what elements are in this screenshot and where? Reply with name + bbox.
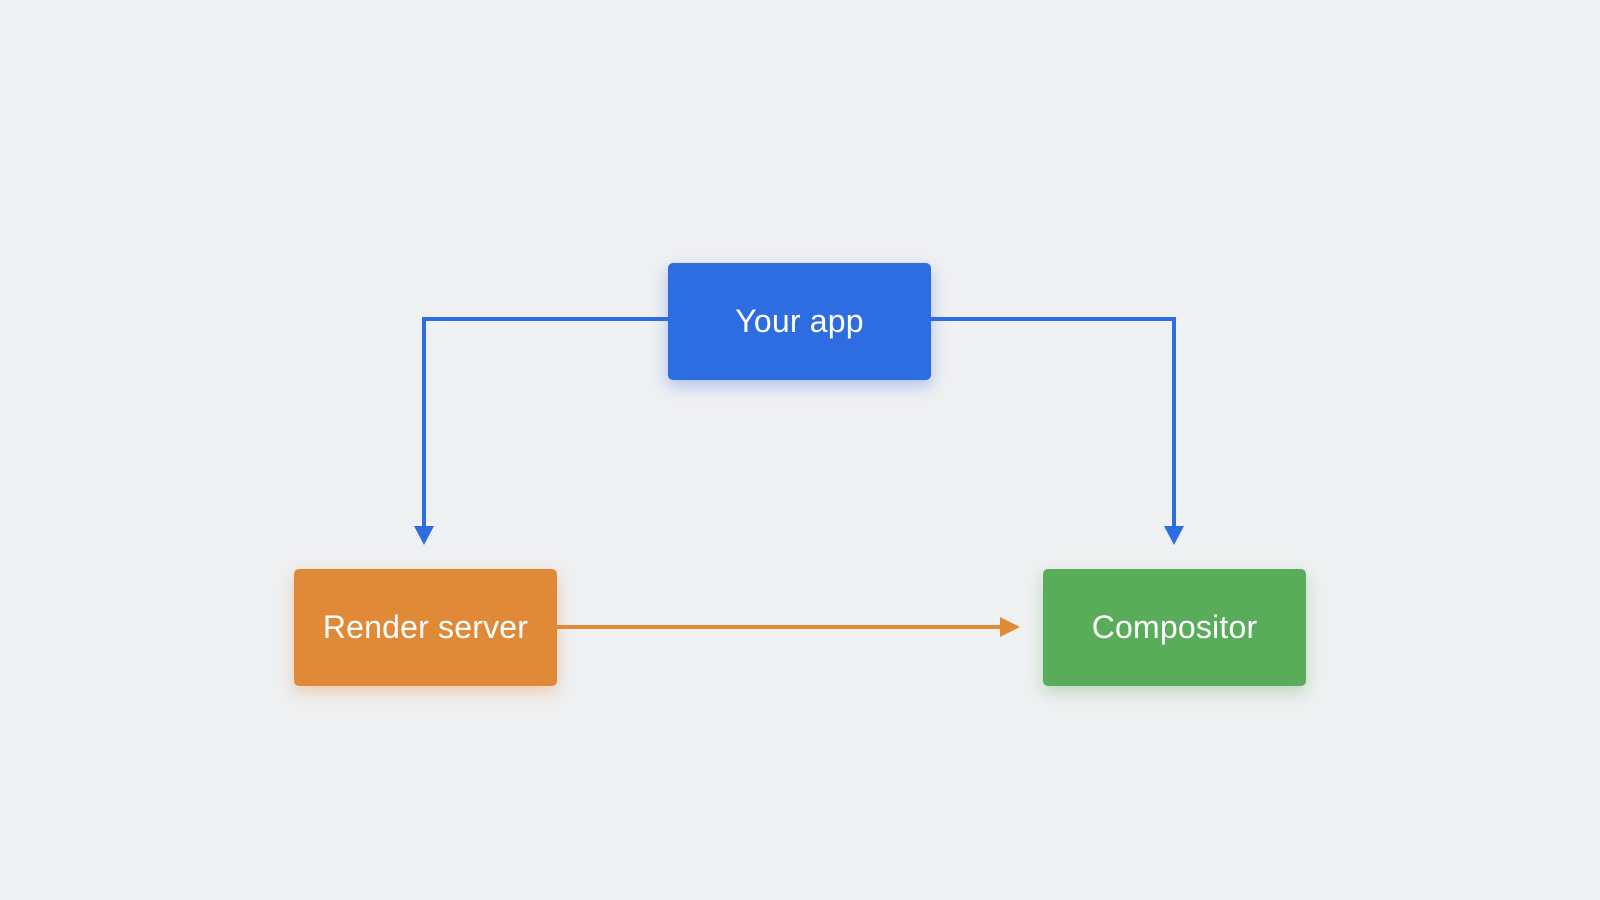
edge-app-to-render-server (422, 317, 668, 528)
node-your-app[interactable]: Your app (668, 263, 931, 380)
node-label: Compositor (1091, 609, 1258, 645)
node-label: Your app (735, 303, 864, 339)
edge-app-to-compositor (931, 317, 1176, 528)
arrowhead-down-icon (414, 526, 434, 545)
arrowhead-down-icon (1164, 526, 1184, 545)
node-compositor[interactable]: Compositor (1043, 569, 1306, 686)
node-label: Render server (322, 609, 529, 645)
arrowhead-right-icon (1000, 617, 1020, 637)
node-render-server[interactable]: Render server (294, 569, 557, 686)
